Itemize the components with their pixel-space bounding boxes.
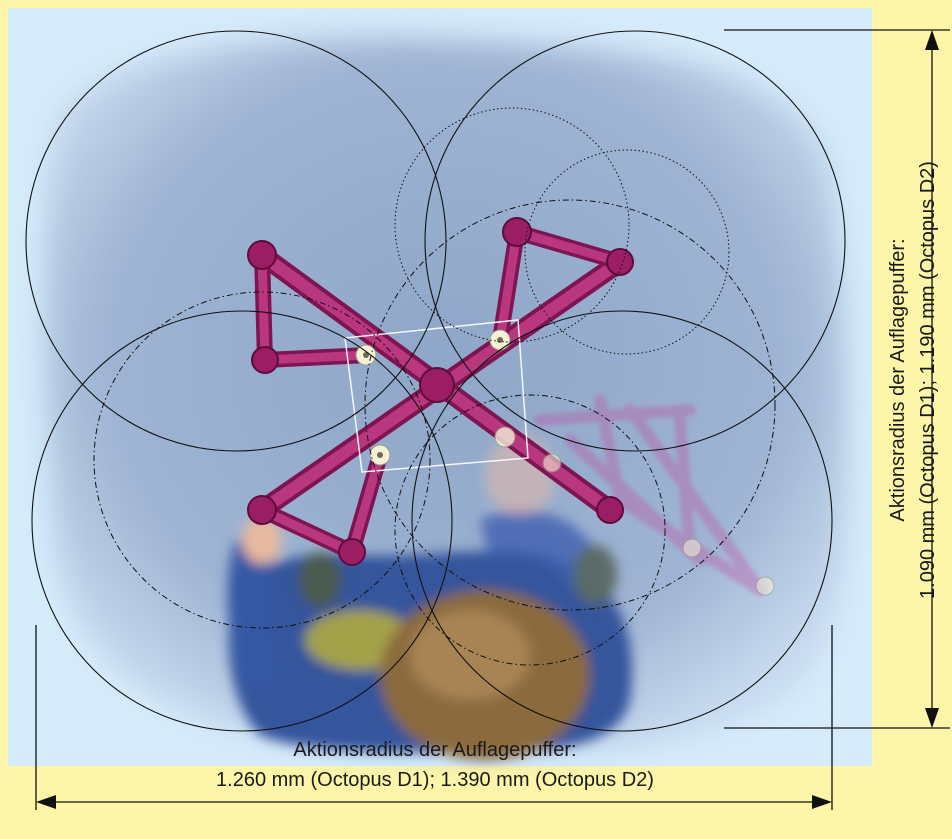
seat-plate-outline: [344, 319, 529, 473]
action-radius-circles: [25, 30, 846, 732]
vertical-radius-values: 1.090 mm (Octopus D1); 1.190 mm (Octopus…: [917, 161, 939, 599]
buffer: [755, 576, 775, 596]
buffer: [489, 329, 511, 351]
buffer: [542, 453, 562, 473]
buffer: [369, 444, 391, 466]
child-arm-left: [227, 540, 286, 690]
horizontal-dimension: [35, 625, 833, 810]
horizontal-radius-values: 1.260 mm (Octopus D1); 1.390 mm (Octopus…: [216, 769, 654, 791]
support-buffers: [355, 329, 775, 596]
horizontal-radius-caption: Aktionsradius der Auflagepuffer: 1.260 m…: [100, 735, 770, 795]
child-arm-right: [480, 510, 600, 590]
vertical-radius-label: Aktionsradius der Auflagepuffer:: [887, 238, 909, 522]
radius-circle-top-right: [424, 30, 846, 452]
buffer: [682, 538, 702, 558]
octopus-rocker: [247, 217, 634, 566]
radius-circle-bottom-right: [411, 310, 833, 732]
reference-circles: [93, 107, 776, 666]
child-figure: [227, 435, 632, 760]
child-shoe-left: [298, 552, 342, 608]
child-shoe-right: [573, 545, 617, 605]
vertical-dimension: [724, 29, 950, 729]
buffer: [355, 344, 377, 366]
radius-circle-top-left: [25, 30, 447, 452]
horizontal-radius-label: Aktionsradius der Auflagepuffer:: [293, 739, 577, 761]
child-hand-left: [242, 516, 282, 564]
vertical-radius-caption: Aktionsradius der Auflagepuffer: 1.090 m…: [883, 40, 943, 720]
buffer: [494, 426, 516, 448]
radius-circle-bottom-left: [31, 310, 453, 732]
